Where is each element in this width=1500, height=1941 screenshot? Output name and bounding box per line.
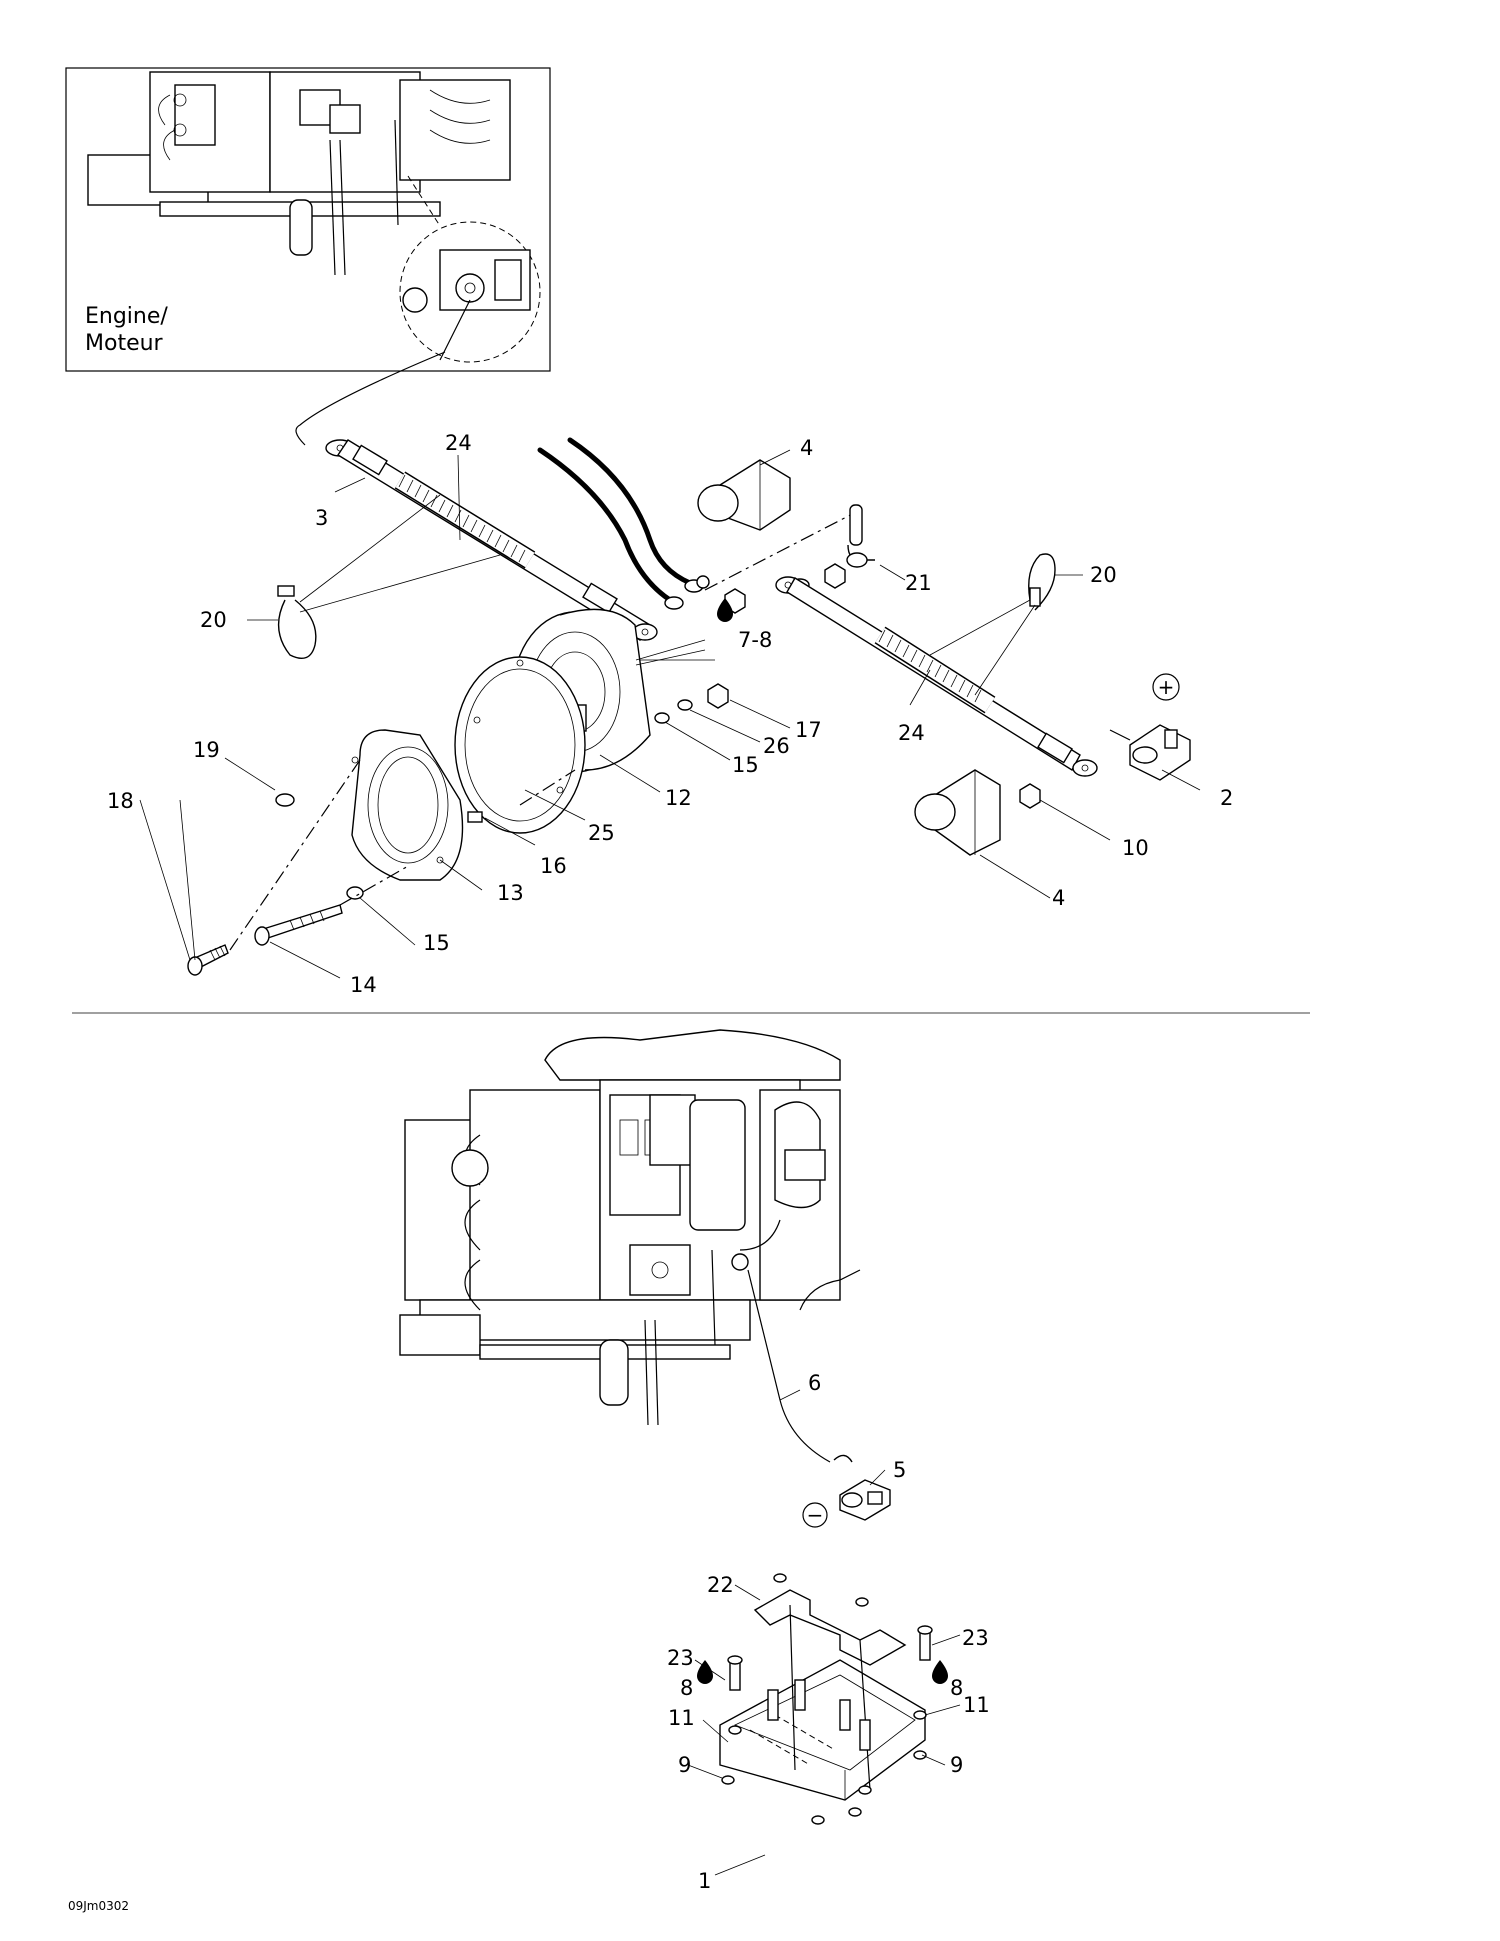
axis-line-top (704, 509, 861, 591)
positive-terminal-clamp-2 (1109, 724, 1191, 781)
battery-tray-1 (719, 1659, 926, 1801)
callout-20-left: 20 (200, 608, 227, 632)
callout-18: 18 (107, 789, 134, 813)
callout-11-right: 11 (963, 1693, 990, 1717)
hex-nut-10 (1019, 783, 1041, 809)
axis-line-starter (519, 769, 576, 806)
callout-13: 13 (497, 881, 524, 905)
callout-10: 10 (1122, 836, 1149, 860)
callout-12: 12 (665, 786, 692, 810)
callout-23-right: 23 (962, 1626, 989, 1650)
negative-symbol-circle (802, 1502, 828, 1528)
callout-8-right: 8 (950, 1676, 963, 1700)
callout-22: 22 (707, 1573, 734, 1597)
inset-label-line2: Moteur (85, 331, 164, 356)
callout-25: 25 (588, 821, 615, 845)
callout-14: 14 (350, 973, 377, 997)
engine-inset: Engine/ Moteur (65, 67, 551, 372)
axis-line-screw-14 (339, 864, 411, 906)
callout-19: 19 (193, 738, 220, 762)
callout-2: 2 (1220, 786, 1233, 810)
leader-lines-lower (687, 1389, 961, 1876)
wire-black-2 (567, 437, 693, 586)
hold-down-rod-left (789, 1604, 796, 1771)
callout-9-left: 9 (678, 1753, 691, 1777)
callout-3: 3 (315, 506, 328, 530)
inset-label-line1: Engine/ (85, 304, 168, 329)
battery-cable-3 (325, 439, 658, 641)
negative-symbol: − (807, 1503, 824, 1527)
ground-cable-terminal (833, 1454, 853, 1463)
callout-17: 17 (795, 718, 822, 742)
negative-terminal-clamp-5 (839, 1479, 891, 1521)
inset-engine-drawing (87, 71, 511, 276)
tie-wrap-20-left (277, 494, 501, 659)
terminal-boot-4-bottom (914, 769, 1001, 856)
callout-5: 5 (893, 1458, 906, 1482)
terminal-elbow-21 (790, 504, 875, 592)
gasket-25 (454, 656, 586, 834)
callout-26: 26 (763, 734, 790, 758)
callout-23-left: 23 (667, 1646, 694, 1670)
positive-symbol: + (1158, 675, 1175, 699)
callout-11-left: 11 (668, 1706, 695, 1730)
battery-cable-right (775, 576, 1098, 777)
mounting-plate-13 (351, 729, 464, 881)
washer-15-bottom (346, 886, 364, 900)
callout-7-8: 7-8 (738, 628, 772, 652)
adhesive-drop-icon-8-left (697, 1660, 713, 1684)
callout-15-bottom: 15 (423, 931, 450, 955)
inset-detail-circle (399, 175, 541, 363)
callout-24-left: 24 (445, 431, 472, 455)
hold-down-bracket-22 (753, 1589, 907, 1666)
callout-4-top: 4 (800, 436, 813, 460)
callout-20-right: 20 (1090, 563, 1117, 587)
callout-15-top: 15 (732, 753, 759, 777)
callout-4-bottom: 4 (1052, 886, 1065, 910)
callout-1: 1 (698, 1869, 711, 1893)
screw-18 (187, 944, 229, 976)
axis-line-screw-18 (229, 759, 361, 951)
callout-8-left: 8 (680, 1676, 693, 1700)
callout-9-right: 9 (950, 1753, 963, 1777)
callout-24-right: 24 (898, 721, 925, 745)
callout-16: 16 (540, 854, 567, 878)
inset-frame (65, 67, 551, 372)
engine-cover (544, 1029, 841, 1081)
protective-sleeve-24-left (394, 471, 536, 569)
tie-wrap-20-right (929, 553, 1056, 696)
tray-bolts-23 (727, 1625, 933, 1751)
cable-lead-wire (295, 351, 446, 446)
screw-14 (254, 904, 343, 946)
leader-lines-upper (139, 449, 1201, 979)
positive-symbol-circle (1152, 673, 1180, 701)
callout-21: 21 (905, 571, 932, 595)
wire-black-1 (537, 447, 673, 603)
lower-engine-view (399, 1029, 861, 1426)
washer-19 (275, 793, 295, 807)
upper-exploded-view: + (139, 437, 1201, 979)
terminal-boot-4-top (697, 459, 791, 531)
hex-nut-17 (707, 683, 729, 709)
drawing-code: 09Jm0302 (68, 1899, 129, 1913)
adhesive-drop-icon-7-8 (717, 598, 733, 622)
protective-sleeve-24-right (874, 626, 996, 714)
callout-labels: 24 3 4 20 20 21 7-8 17 26 15 24 2 10 4 1… (107, 431, 1233, 1893)
lock-washer-26 (677, 699, 693, 711)
washer-15-top (654, 712, 670, 724)
callout-6: 6 (808, 1371, 821, 1395)
hold-down-rod-right (859, 1639, 871, 1791)
spacer-16 (467, 811, 483, 823)
adhesive-drop-icon-8-right (932, 1660, 948, 1684)
